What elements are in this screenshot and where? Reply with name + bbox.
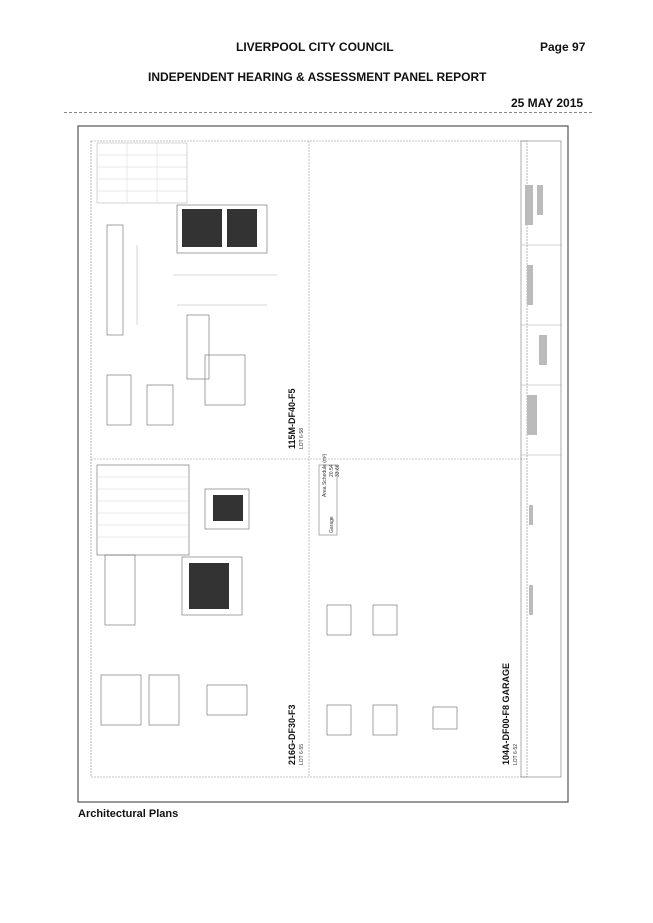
legend-title: Area Schedule (m²)	[322, 453, 328, 497]
council-name: LIVERPOOL CITY COUNCIL	[236, 40, 394, 54]
plan-code-top: 115M-DF40-F5	[287, 388, 297, 449]
plan-code-right: 104A-DF00-F8 GARAGE	[501, 663, 511, 765]
header-divider	[64, 112, 592, 113]
page-number: Page 97	[540, 40, 586, 54]
architectural-plan-sheet: Garage Area Schedule (m²) 20.54 33.66 11…	[77, 125, 569, 803]
plan-lot-top: LOT 6-58	[299, 428, 305, 449]
legend-value-2: 33.66	[335, 464, 341, 477]
report-date: 25 MAY 2015	[511, 96, 584, 110]
report-title: INDEPENDENT HEARING & ASSESSMENT PANEL R…	[148, 70, 487, 84]
legend-label: Garage	[329, 516, 335, 533]
figure-caption: Architectural Plans	[78, 808, 179, 820]
legend-value-1: 20.54	[329, 464, 335, 477]
plan-lot-left: LOT 6-55	[299, 744, 305, 765]
plan-lot-right: LOT 6-52	[513, 744, 519, 765]
plan-code-left: 216G-DF30-F3	[287, 704, 297, 765]
